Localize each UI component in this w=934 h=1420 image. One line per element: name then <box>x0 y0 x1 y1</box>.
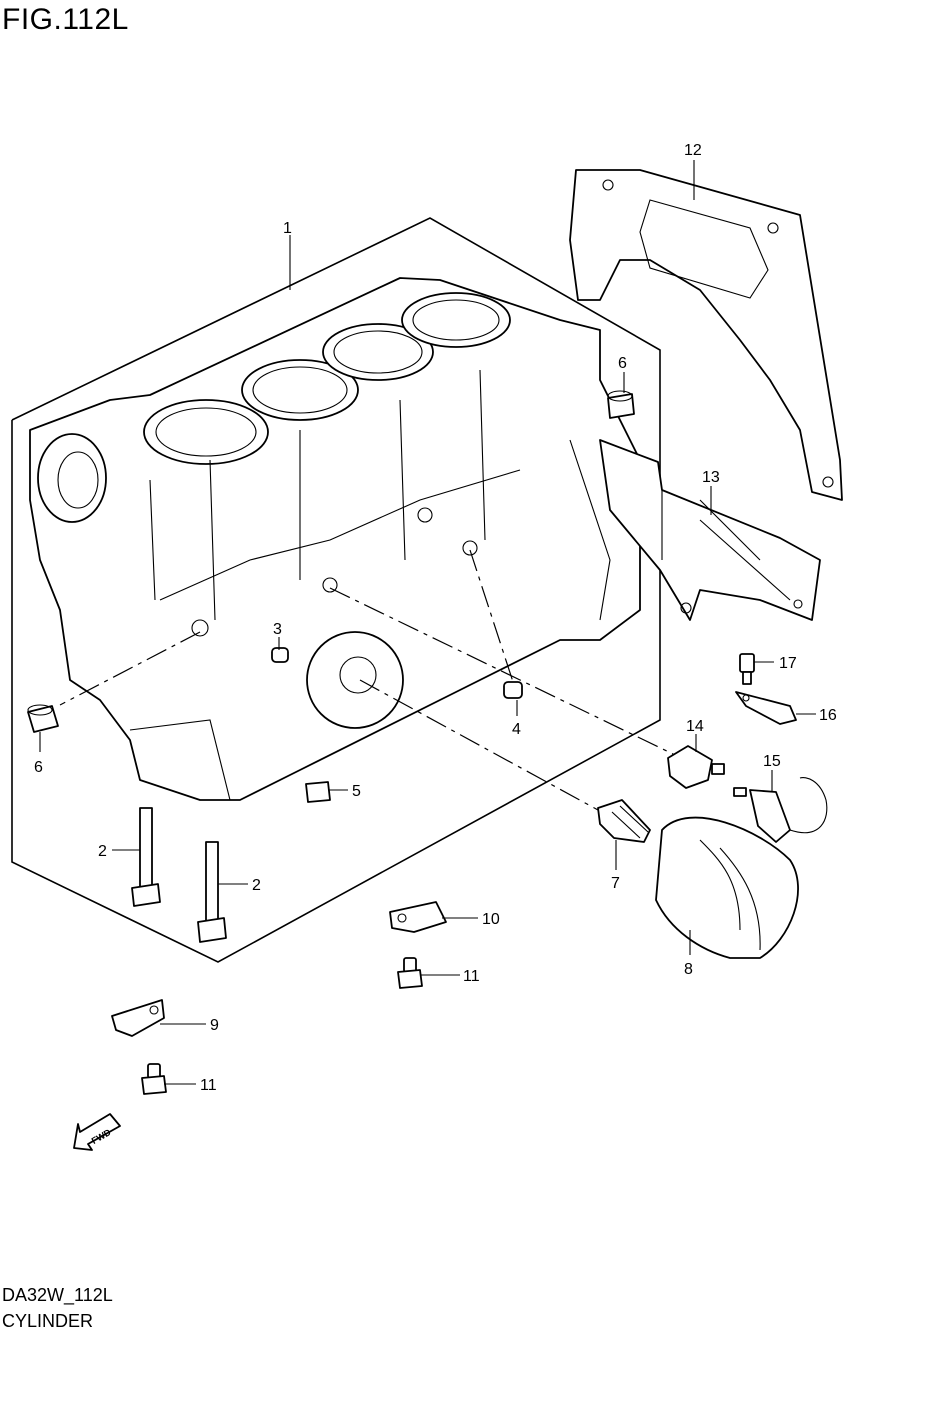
assembly-frame <box>11 217 661 963</box>
callout-17: 17 <box>779 655 797 672</box>
diagram-code: DA32W_112L <box>2 1285 113 1305</box>
callout-15: 15 <box>763 753 781 770</box>
plug-6-rear[interactable] <box>607 390 635 419</box>
leader-lines <box>39 160 816 1085</box>
bolt-11a[interactable] <box>397 957 423 989</box>
bracket-9[interactable] <box>111 999 165 1037</box>
callout-5: 5 <box>352 783 361 800</box>
callout-1: 1 <box>283 220 292 237</box>
plug-6-front[interactable] <box>27 704 59 733</box>
oil-pressure-switch[interactable] <box>667 745 725 789</box>
callout-2a: 2 <box>98 843 107 860</box>
callout-3: 3 <box>273 621 282 638</box>
bolt-17[interactable] <box>739 653 755 685</box>
plug-4[interactable] <box>503 681 523 699</box>
cylinder-block[interactable] <box>29 277 641 801</box>
callout-12: 12 <box>684 142 702 159</box>
callout-6b: 6 <box>618 355 627 372</box>
oil-filter[interactable] <box>655 816 799 959</box>
bracket-10[interactable] <box>389 901 447 933</box>
bolt-11b[interactable] <box>141 1063 167 1095</box>
callout-11b: 11 <box>200 1077 217 1094</box>
figure-title: FIG.112L <box>2 3 129 36</box>
callouts: 1 2 2 3 4 5 6 6 7 8 9 10 11 11 12 13 14 … <box>34 142 837 1094</box>
callout-13: 13 <box>702 469 720 486</box>
callout-4: 4 <box>512 721 521 738</box>
callout-9: 9 <box>210 1017 219 1034</box>
plug-5[interactable] <box>305 781 331 803</box>
callout-8: 8 <box>684 961 693 978</box>
union-fitting[interactable] <box>597 799 651 843</box>
callout-14: 14 <box>686 718 704 735</box>
bolt-2a[interactable] <box>131 807 161 907</box>
diagram-caption: CYLINDER <box>2 1311 94 1331</box>
callout-16: 16 <box>819 707 837 724</box>
bracket-16[interactable] <box>735 691 797 725</box>
callout-11a: 11 <box>463 968 480 985</box>
assembly-lines <box>59 549 676 811</box>
sensor[interactable] <box>733 777 828 843</box>
bolt-2b[interactable] <box>197 841 227 943</box>
gasket[interactable] <box>569 169 843 501</box>
baffle-plate[interactable] <box>599 439 821 621</box>
plug-3[interactable] <box>271 647 289 663</box>
callout-2b: 2 <box>252 877 261 894</box>
callout-6a: 6 <box>34 759 43 776</box>
callout-10: 10 <box>482 911 500 928</box>
callout-7: 7 <box>611 875 620 892</box>
fwd-arrow-icon: FWD <box>73 1113 121 1151</box>
